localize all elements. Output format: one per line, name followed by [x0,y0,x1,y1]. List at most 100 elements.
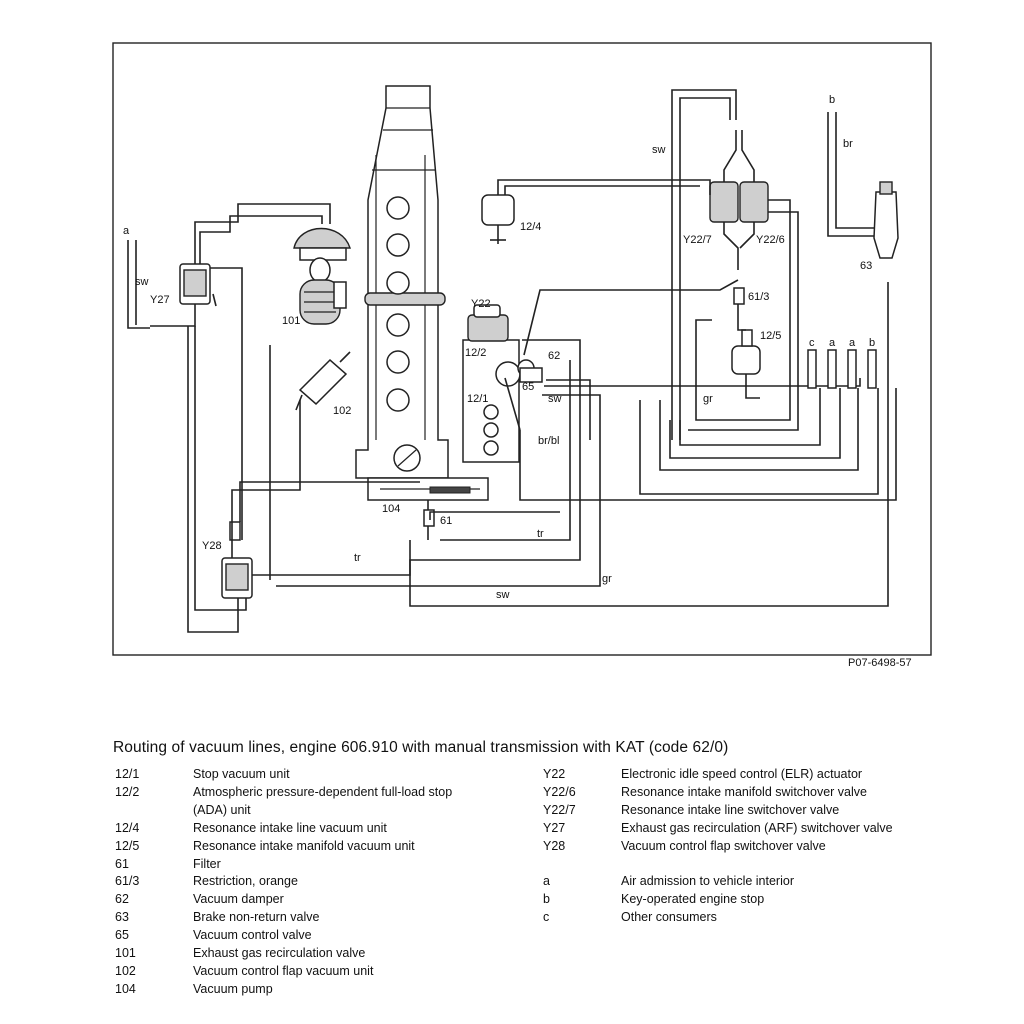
legend-key: 101 [115,946,136,961]
figure-code: P07-6498-57 [848,657,912,669]
legend-right: Y22 Electronic idle speed control (ELR) a… [543,766,951,927]
vacuum-lines [127,89,897,633]
legend-row: Y28 Vacuum control flap switchover valve [543,838,951,856]
egr-valve-101 [293,227,351,325]
legend-key [543,856,621,874]
label-a-left: a [123,225,130,237]
legend-desc: Atmospheric pressure-dependent full-load… [193,784,453,799]
label-102: 102 [333,405,351,417]
label-62: 62 [548,350,560,362]
switchover-valves-y22-6-y22-7 [709,130,769,270]
legend-desc: (ADA) unit [193,802,251,817]
label-101: 101 [282,315,300,327]
label-12-2: 12/2 [465,347,486,359]
label-sw-bottom: sw [496,589,510,601]
legend-row: 61 Filter [115,856,513,874]
legend-key: 12/1 [115,767,140,781]
legend-row: Y22/7 Resonance intake line switchover va… [543,802,951,820]
label-c: c [809,337,815,349]
label-gr-lower: gr [602,573,612,585]
label-y27: Y27 [150,294,170,306]
legend-row: b Key-operated engine stop [543,891,951,909]
legend-key: Y22/7 [543,802,576,817]
legend-key: 65 [115,928,129,943]
label-sw-mid: sw [548,393,562,405]
legend-desc: Restriction, orange [193,874,298,889]
legend-desc: Vacuum pump [193,981,273,996]
label-12-5: 12/5 [760,330,781,342]
legend-row: 63 Brake non-return valve [115,909,513,927]
label-tr-upper: tr [537,528,544,540]
label-a-right-1: a [829,337,836,349]
legend-desc: Vacuum control flap switchover valve [621,838,826,853]
legend-key: 102 [115,963,136,978]
legend-key: a [543,874,550,889]
legend-desc: Key-operated engine stop [621,892,765,907]
legend-desc: Electronic idle speed control (ELR) actu… [621,767,863,781]
legend-key: 12/4 [115,820,140,835]
legend-key: Y28 [543,838,566,853]
legend-row: 101 Exhaust gas recirculation valve [115,945,513,963]
injection-pump [462,304,521,463]
label-12-4: 12/4 [520,221,541,233]
brake-non-return-valve-63 [873,181,899,259]
label-y22-7: Y22/7 [683,234,712,246]
legend-desc: Resonance intake line switchover valve [621,802,840,817]
legend-row: a Air admission to vehicle interior [543,873,951,891]
legend-desc: Stop vacuum unit [193,767,290,781]
legend-desc [621,856,951,874]
engine-block [355,85,449,479]
label-gr-right: gr [703,393,713,405]
legend-desc: Resonance intake manifold switchover val… [621,784,867,799]
vacuum-routing-diagram: a sw Y27 101 102 Y22 12/2 12/1 62 65 sw … [112,42,932,656]
legend-key: 61/3 [115,874,140,889]
legend-row: (ADA) unit [115,802,513,820]
legend-key: b [543,892,550,907]
label-y22: Y22 [471,298,491,310]
filter-61 [423,509,435,527]
label-104: 104 [382,503,400,515]
legend-key: c [543,910,550,925]
label-63: 63 [860,260,872,272]
figure-caption: Routing of vacuum lines, engine 606.910 … [113,739,729,756]
legend-key: Y22 [543,767,566,781]
label-a-right-2: a [849,337,856,349]
label-b-top: b [829,94,835,106]
legend-desc: Resonance intake manifold vacuum unit [193,838,415,853]
vacuum-damper-62 [517,359,543,383]
vacuum-control-flap-unit-102 [295,351,351,411]
legend-key: 63 [115,910,129,925]
diagram-labels: a sw Y27 101 102 Y22 12/2 12/1 62 65 sw … [123,94,875,601]
label-sw-top: sw [652,144,666,156]
label-65: 65 [522,381,534,393]
legend-desc: Resonance intake line vacuum unit [193,820,387,835]
legend-key: 62 [115,892,129,907]
label-61: 61 [440,515,452,527]
label-y22-6: Y22/6 [756,234,785,246]
vacuum-unit-12-4 [481,194,515,244]
restriction-61-3 [733,287,745,305]
legend-desc: Other consumers [621,910,717,925]
label-y28: Y28 [202,540,222,552]
label-sw-left: sw [135,276,149,288]
legend-desc: Filter [193,856,221,871]
label-br-top: br [843,138,853,150]
legend-row: 61/3 Restriction, orange [115,873,513,891]
legend-key [115,802,193,820]
vacuum-pump-104 [367,477,489,540]
label-12-1: 12/1 [467,393,488,405]
legend-row: 12/1 Stop vacuum unit [115,766,513,784]
legend-key: 61 [115,856,129,871]
legend-desc: Brake non-return valve [193,910,320,925]
legend-desc: Air admission to vehicle interior [621,874,794,889]
label-tr-lower: tr [354,552,361,564]
legend-desc: Exhaust gas recirculation valve [193,946,366,961]
